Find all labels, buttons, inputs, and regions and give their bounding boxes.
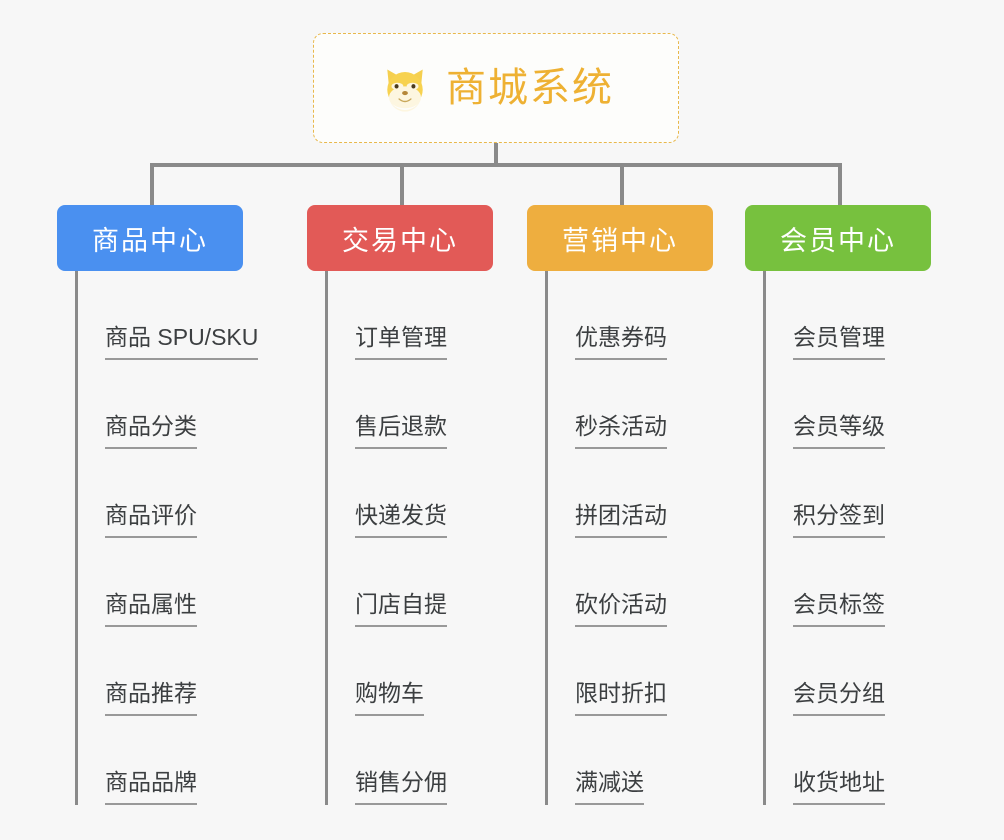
leaf-list-0: 商品 SPU/SKU 商品分类 商品评价 商品属性 商品推荐 商品品牌 — [75, 271, 259, 805]
list-item[interactable]: 会员等级 — [763, 360, 885, 449]
connector-drop-2 — [620, 163, 624, 205]
leaf-label: 商品品牌 — [105, 763, 197, 805]
column-3: 会员中心 会员管理 会员等级 积分签到 会员标签 会员分组 收货地址 — [745, 205, 931, 805]
root-title: 商城系统 — [446, 66, 614, 110]
category-title-3: 会员中心 — [780, 225, 896, 256]
column-2: 营销中心 优惠券码 秒杀活动 拼团活动 砍价活动 限时折扣 满减送 — [527, 205, 713, 805]
category-header-0[interactable]: 商品中心 — [57, 205, 243, 271]
list-item[interactable]: 收货地址 — [763, 716, 885, 805]
list-item[interactable]: 购物车 — [325, 627, 447, 716]
leaf-label: 会员标签 — [793, 585, 885, 627]
list-item[interactable]: 商品评价 — [75, 449, 258, 538]
list-item[interactable]: 积分签到 — [763, 449, 885, 538]
column-spine-0 — [75, 271, 78, 805]
leaf-label: 拼团活动 — [575, 496, 667, 538]
connector-root-stub — [494, 143, 498, 166]
leaf-label: 会员管理 — [793, 318, 885, 360]
list-item[interactable]: 门店自提 — [325, 538, 447, 627]
category-header-1[interactable]: 交易中心 — [307, 205, 493, 271]
list-item[interactable]: 满减送 — [545, 716, 667, 805]
list-item[interactable]: 会员管理 — [763, 271, 885, 360]
list-item[interactable]: 限时折扣 — [545, 627, 667, 716]
leaf-list-2: 优惠券码 秒杀活动 拼团活动 砍价活动 限时折扣 满减送 — [545, 271, 667, 805]
list-item[interactable]: 商品分类 — [75, 360, 258, 449]
connector-drop-3 — [838, 163, 842, 205]
column-spine-2 — [545, 271, 548, 805]
column-spine-3 — [763, 271, 766, 805]
list-item[interactable]: 快递发货 — [325, 449, 447, 538]
connector-horizontal-bus — [150, 163, 840, 167]
category-title-2: 营销中心 — [562, 225, 678, 256]
leaf-label: 销售分佣 — [355, 763, 447, 805]
leaf-list-1: 订单管理 售后退款 快递发货 门店自提 购物车 销售分佣 — [325, 271, 447, 805]
connector-drop-0 — [150, 163, 154, 205]
leaf-label: 限时折扣 — [575, 674, 667, 716]
list-item[interactable]: 售后退款 — [325, 360, 447, 449]
column-0: 商品中心 商品 SPU/SKU 商品分类 商品评价 商品属性 商品推荐 商品品牌 — [57, 205, 259, 805]
leaf-list-3: 会员管理 会员等级 积分签到 会员标签 会员分组 收货地址 — [763, 271, 885, 805]
list-item[interactable]: 秒杀活动 — [545, 360, 667, 449]
category-header-3[interactable]: 会员中心 — [745, 205, 931, 271]
list-item[interactable]: 销售分佣 — [325, 716, 447, 805]
leaf-label: 快递发货 — [355, 496, 447, 538]
list-item[interactable]: 会员分组 — [763, 627, 885, 716]
category-title-0: 商品中心 — [92, 225, 208, 256]
leaf-label: 售后退款 — [355, 407, 447, 449]
list-item[interactable]: 商品品牌 — [75, 716, 258, 805]
leaf-label: 会员分组 — [793, 674, 885, 716]
category-header-2[interactable]: 营销中心 — [527, 205, 713, 271]
leaf-label: 门店自提 — [355, 585, 447, 627]
leaf-label: 收货地址 — [793, 763, 885, 805]
leaf-label: 砍价活动 — [575, 585, 667, 627]
list-item[interactable]: 商品属性 — [75, 538, 258, 627]
leaf-label: 满减送 — [575, 763, 644, 805]
leaf-label: 积分签到 — [793, 496, 885, 538]
leaf-label: 会员等级 — [793, 407, 885, 449]
list-item[interactable]: 拼团活动 — [545, 449, 667, 538]
column-spine-1 — [325, 271, 328, 805]
list-item[interactable]: 会员标签 — [763, 538, 885, 627]
list-item[interactable]: 优惠券码 — [545, 271, 667, 360]
leaf-label: 秒杀活动 — [575, 407, 667, 449]
leaf-label: 优惠券码 — [575, 318, 667, 360]
list-item[interactable]: 商品 SPU/SKU — [75, 271, 259, 360]
connector-drop-1 — [400, 163, 404, 205]
leaf-label: 商品评价 — [105, 496, 197, 538]
column-1: 交易中心 订单管理 售后退款 快递发货 门店自提 购物车 销售分佣 — [307, 205, 493, 805]
root-node[interactable]: 商城系统 — [313, 33, 679, 143]
leaf-label: 购物车 — [355, 674, 424, 716]
list-item[interactable]: 商品推荐 — [75, 627, 258, 716]
list-item[interactable]: 砍价活动 — [545, 538, 667, 627]
leaf-label: 商品属性 — [105, 585, 197, 627]
category-title-1: 交易中心 — [342, 225, 458, 256]
list-item[interactable]: 订单管理 — [325, 271, 447, 360]
leaf-label: 商品分类 — [105, 407, 197, 449]
leaf-label: 商品 SPU/SKU — [105, 318, 259, 360]
shiba-dog-face-icon — [378, 61, 432, 115]
leaf-label: 商品推荐 — [105, 674, 197, 716]
leaf-label: 订单管理 — [355, 318, 447, 360]
